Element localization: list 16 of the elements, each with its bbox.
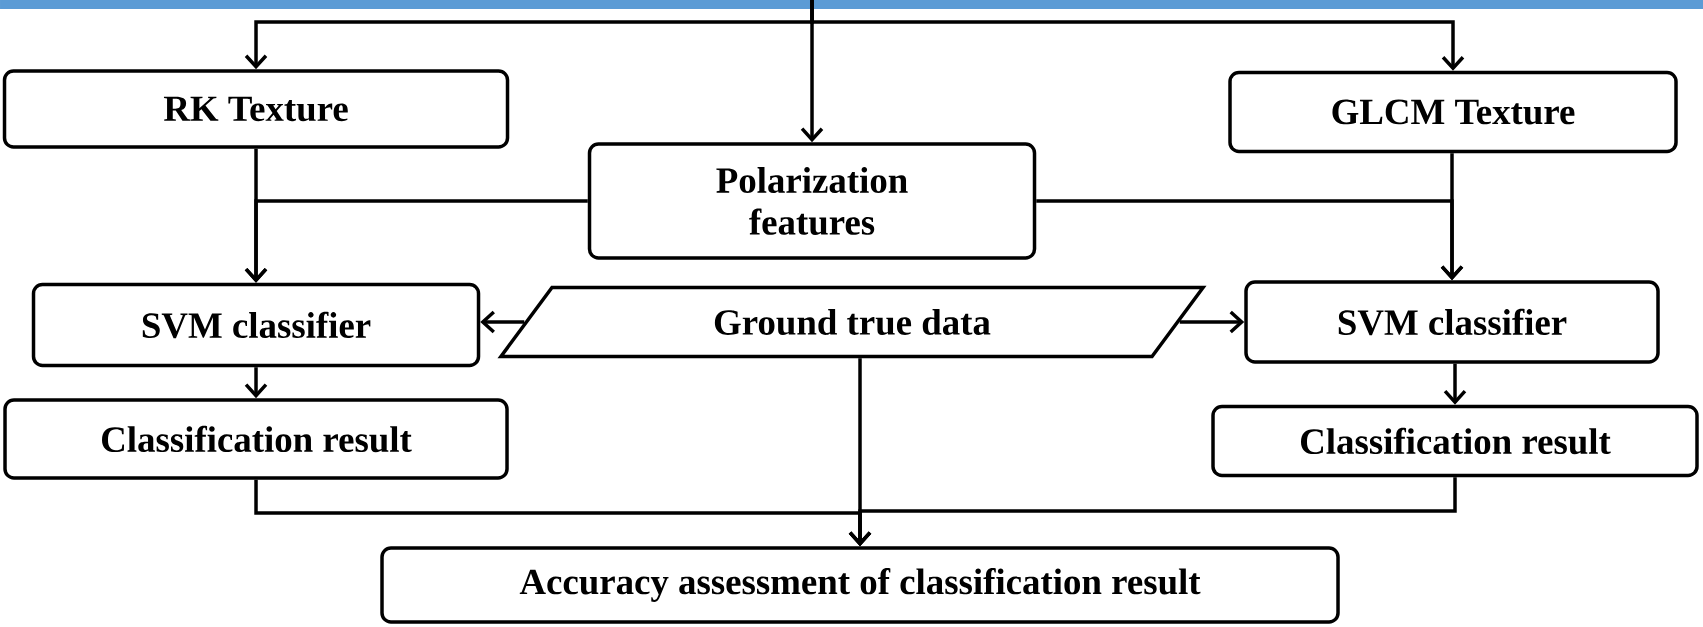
arrow: [244, 199, 588, 283]
process-box: Classification result: [3, 398, 509, 480]
arrow: [1179, 310, 1245, 334]
arrow: [480, 310, 525, 334]
process-box: SVM classifier: [31, 282, 481, 368]
process-box: RK Texture: [2, 69, 510, 149]
arrow: [810, 0, 1465, 71]
process-box: SVM classifier: [1244, 280, 1660, 364]
arrow: [244, 367, 268, 399]
arrow: [1440, 153, 1464, 281]
arrow: [1443, 363, 1467, 405]
process-box: Classification result: [1211, 404, 1699, 478]
arrow: [848, 358, 872, 547]
process-box: Polarization features: [587, 142, 1037, 260]
process-box: Accuracy assessment of classification result: [380, 546, 1340, 624]
process-box: GLCM Texture: [1228, 70, 1678, 154]
